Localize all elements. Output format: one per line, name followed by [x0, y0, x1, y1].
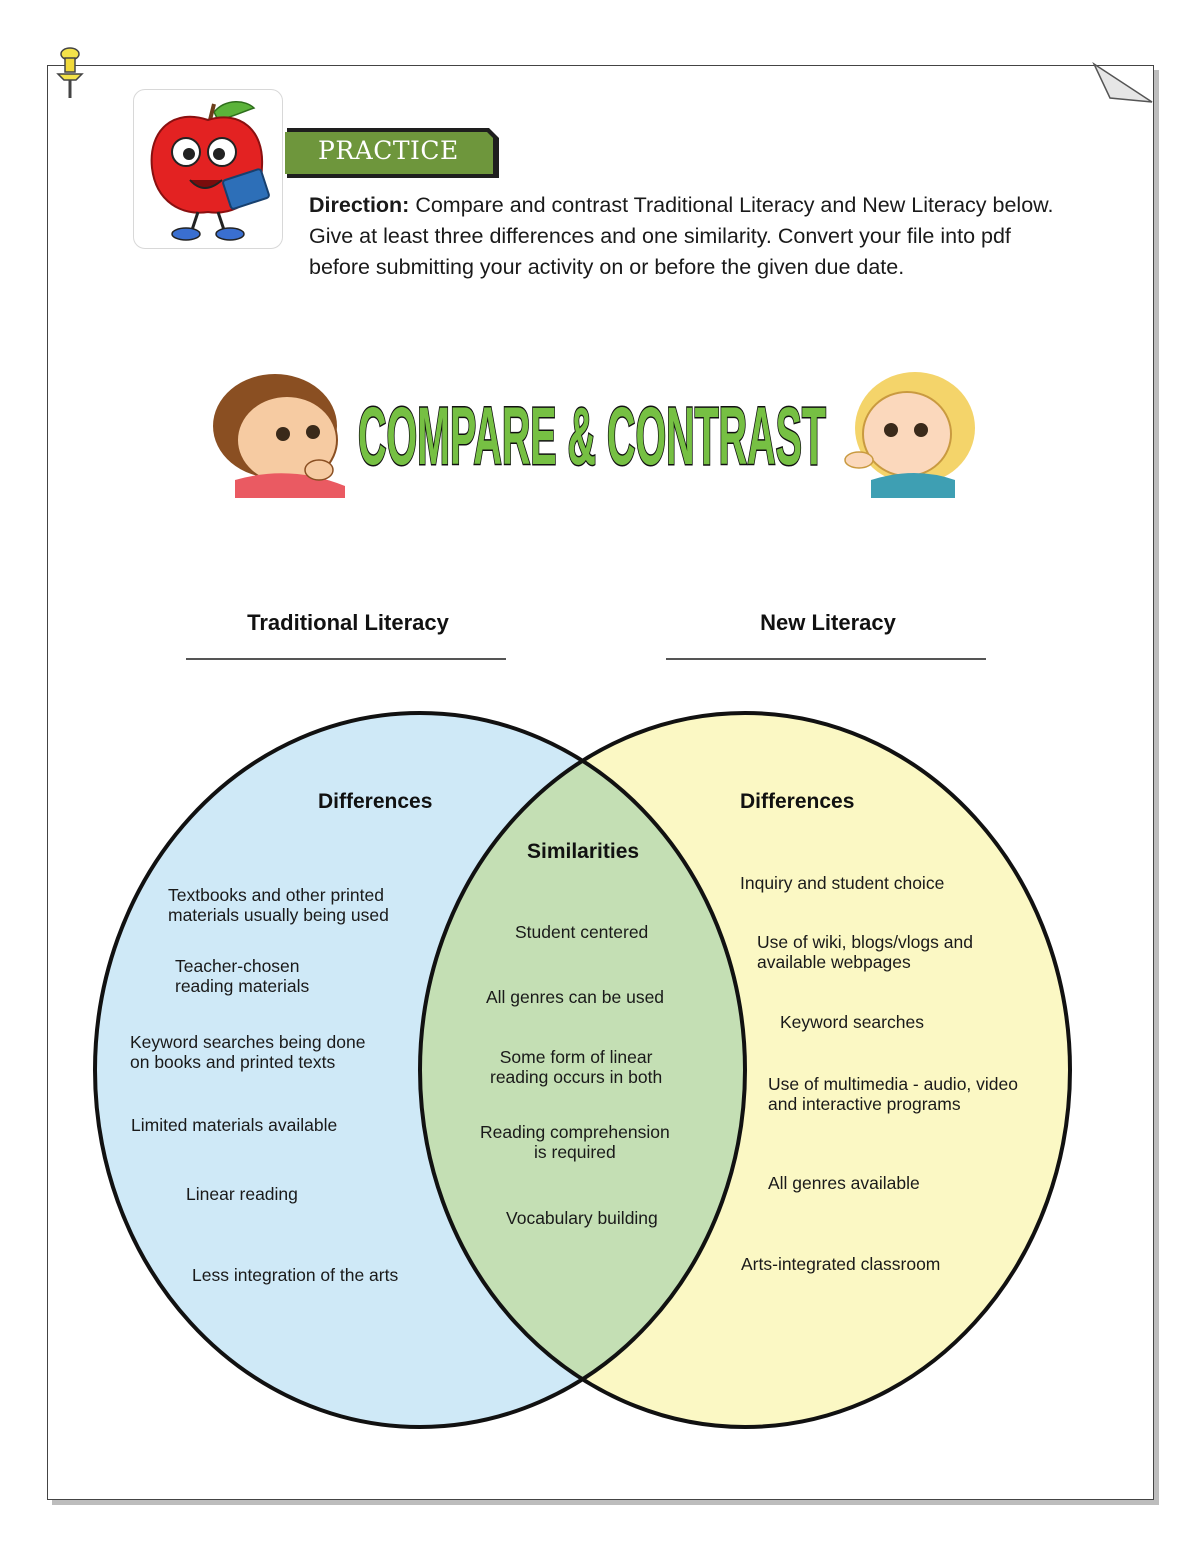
page-fold-corner [1092, 62, 1153, 103]
left-item: Textbooks and other printed materials us… [168, 885, 389, 925]
banner-title-text: COMPARE & CONTRAST [358, 391, 826, 482]
practice-label: PRACTICE [318, 136, 459, 165]
new-literacy-heading: New Literacy [760, 610, 896, 635]
venn-diagram [93, 711, 1072, 1429]
left-item: Less integration of the arts [192, 1265, 399, 1285]
right-item: Use of multimedia - audio, video and int… [768, 1074, 1018, 1114]
middle-item: All genres can be used [486, 987, 665, 1007]
right-differences-title: Differences [740, 790, 855, 813]
middle-item: Some form of linear reading occurs in bo… [490, 1047, 663, 1087]
practice-tag-shape [285, 128, 499, 178]
compare-contrast-banner [213, 372, 975, 498]
push-pin-icon [56, 47, 84, 98]
apple-mascot-icon [150, 101, 270, 241]
right-item: Use of wiki, blogs/vlogs and available w… [757, 932, 973, 972]
boy-cartoon-icon [213, 374, 345, 498]
direction-text: Direction: Compare and contrast Traditio… [309, 190, 1069, 283]
similarities-title: Similarities [527, 840, 640, 863]
left-item: Limited materials available [131, 1115, 338, 1135]
traditional-literacy-heading: Traditional Literacy [247, 610, 449, 635]
girl-cartoon-icon [844, 372, 975, 498]
direction-body: Compare and contrast Traditional Literac… [309, 193, 1054, 279]
middle-item: Reading comprehension is required [480, 1122, 670, 1162]
right-item: Arts-integrated classroom [741, 1254, 941, 1274]
direction-label: Direction: [309, 193, 410, 217]
left-item: Keyword searches being done on books and… [130, 1032, 366, 1072]
left-differences-title: Differences [318, 790, 433, 813]
middle-item: Student centered [515, 922, 649, 942]
right-item: Keyword searches [780, 1012, 924, 1032]
traditional-heading-line [186, 658, 506, 660]
middle-item: Vocabulary building [506, 1208, 658, 1228]
left-item: Linear reading [186, 1184, 298, 1204]
new-heading-line [666, 658, 986, 660]
right-item: Inquiry and student choice [740, 873, 945, 893]
overlap-region [420, 713, 745, 1427]
banner-title: COMPARE & CONTRAST [357, 390, 828, 484]
left-item: Teacher-chosen reading materials [175, 956, 310, 996]
right-item: All genres available [768, 1173, 920, 1193]
apple-mascot-card [133, 89, 283, 249]
